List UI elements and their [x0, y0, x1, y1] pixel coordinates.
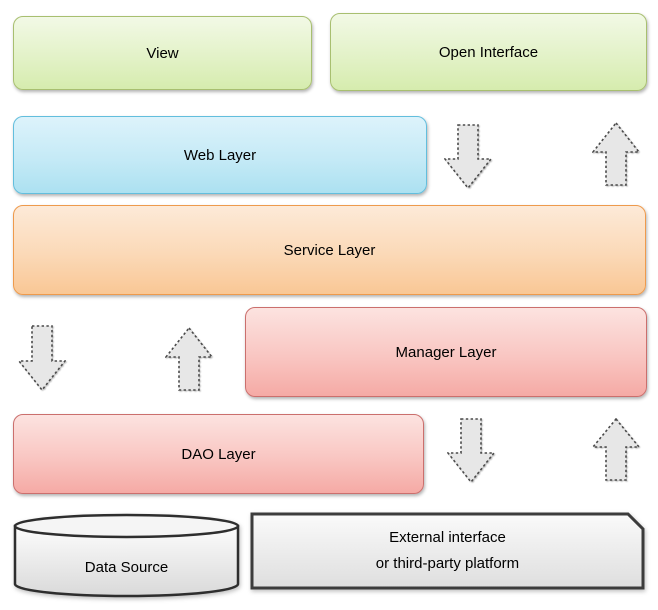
node-view-label: View [146, 44, 179, 62]
node-manager-layer-label: Manager Layer [395, 343, 497, 361]
node-web-layer-label: Web Layer [183, 146, 257, 164]
node-service-layer: Service Layer [13, 205, 646, 295]
node-view: View [13, 16, 312, 90]
arrow-up-icon [592, 418, 640, 481]
arrow-down-icon [444, 124, 492, 189]
node-data-source-label: Data Source [84, 559, 169, 576]
node-open-interface: Open Interface [330, 13, 647, 91]
arrow-up-icon [165, 327, 213, 391]
node-external-interface-label: External interface or third-party platfo… [250, 512, 645, 590]
arrow-up-icon [592, 122, 640, 186]
external-interface-line2: or third-party platform [375, 555, 520, 572]
node-data-source: Data Source [13, 513, 240, 598]
node-dao-layer-label: DAO Layer [181, 445, 256, 463]
arrow-down-icon [18, 325, 66, 391]
database-cylinder-icon [13, 513, 240, 598]
node-external-interface: External interface or third-party platfo… [250, 512, 645, 590]
node-web-layer: Web Layer [13, 116, 427, 194]
node-service-layer-label: Service Layer [283, 241, 376, 259]
external-interface-line1: External interface [389, 529, 506, 546]
cut-corner-box-icon [250, 512, 645, 590]
node-open-interface-label: Open Interface [438, 43, 539, 61]
node-manager-layer: Manager Layer [245, 307, 647, 397]
arrow-down-icon [447, 418, 495, 483]
node-dao-layer: DAO Layer [13, 414, 424, 494]
